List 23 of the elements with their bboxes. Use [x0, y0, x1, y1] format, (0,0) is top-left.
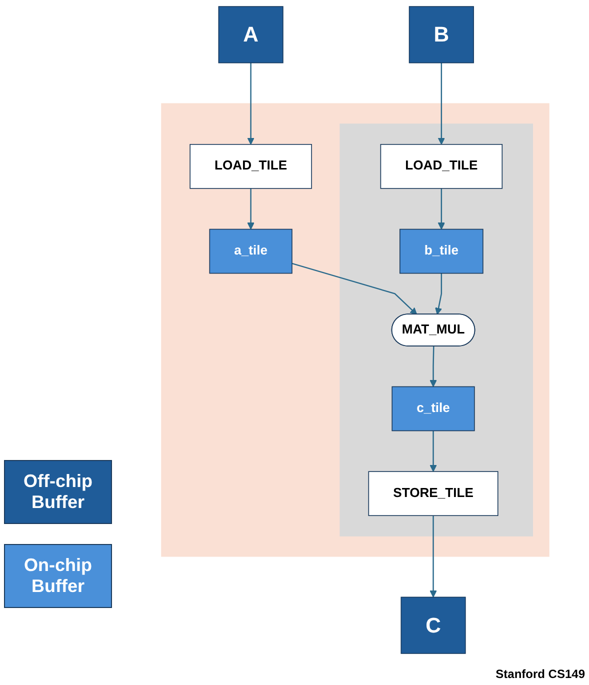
source-note: Stanford CS149	[496, 667, 585, 681]
arrow	[434, 273, 442, 315]
arrow	[438, 188, 445, 230]
arrow	[438, 62, 445, 145]
node-box: LOAD_TILE	[189, 144, 312, 189]
node-box: STORE_TILE	[368, 471, 498, 516]
legend-swatch: On-chip Buffer	[4, 544, 112, 608]
node-box: B	[408, 6, 474, 64]
node-box: a_tile	[208, 228, 292, 274]
node-box: C	[400, 596, 466, 654]
arrow	[246, 188, 254, 230]
node-box: b_tile	[399, 228, 484, 274]
node-box: c_tile	[391, 386, 475, 432]
node-box: A	[218, 6, 284, 64]
arrow	[429, 346, 437, 388]
arrow	[246, 62, 254, 145]
arrow	[429, 430, 437, 472]
cluster	[160, 103, 550, 557]
arrow	[429, 516, 437, 598]
arrow	[292, 262, 417, 315]
cluster	[339, 124, 533, 536]
node-box: LOAD_TILE	[380, 144, 502, 189]
legend-swatch: Off-chip Buffer	[4, 460, 112, 524]
